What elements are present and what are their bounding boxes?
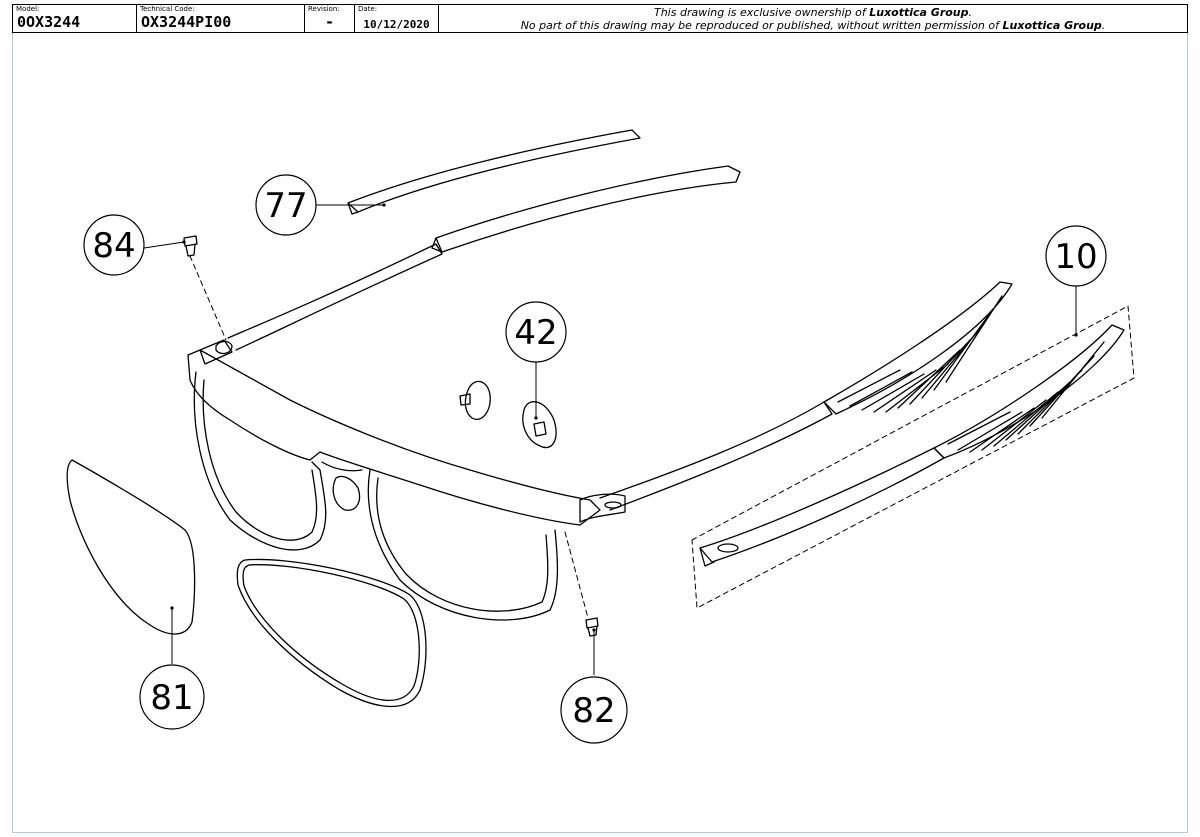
technical-code-label: Technical Code: <box>140 5 195 13</box>
date-value: 10/12/2020 <box>363 18 430 31</box>
model-cell: Model: 0OX3244 <box>13 5 137 32</box>
date-cell: Date: 10/12/2020 <box>355 5 439 32</box>
frame-temple-left <box>199 243 443 365</box>
callout-81-circle <box>139 664 205 730</box>
frame-front <box>187 349 626 621</box>
callout-10-label: 10 <box>1054 237 1097 277</box>
part-81-lens-right-inner <box>242 564 420 702</box>
callout-10-circle <box>1045 225 1107 287</box>
technical-code-value: OX3244PI00 <box>141 13 232 31</box>
title-block: Model: 0OX3244 Technical Code: OX3244PI0… <box>12 4 1188 33</box>
date-label: Date: <box>358 5 378 13</box>
revision-value: - <box>324 13 335 31</box>
part-10-dashed-boundary <box>691 305 1135 609</box>
callout-42-label: 42 <box>514 313 557 353</box>
callout-leaders <box>143 204 1077 675</box>
permission-note: No part of this drawing may be reproduce… <box>520 19 1106 32</box>
part-77-temple-tip-upper <box>347 129 641 215</box>
part-82-screw <box>585 617 599 637</box>
part-10-temple-spare <box>699 324 1125 567</box>
model-value: 0OX3244 <box>17 13 81 31</box>
revision-label: Revision: <box>308 5 340 13</box>
part-42-nose-pad-left <box>459 380 491 420</box>
callout-81-label: 81 <box>150 678 193 718</box>
callout-dots <box>170 203 1078 632</box>
part-42-nose-pad-right <box>522 401 557 449</box>
ownership-note: This drawing is exclusive ownership of L… <box>653 6 973 19</box>
callout-84-circle <box>83 214 145 276</box>
callout-42-circle <box>505 301 567 363</box>
part-81-lens-right <box>236 558 427 708</box>
callout-circles <box>83 174 1107 744</box>
part-81-lens-left <box>66 459 196 635</box>
ownership-note-cell: This drawing is exclusive ownership of L… <box>439 5 1187 32</box>
callout-82-circle <box>560 676 628 744</box>
callout-84-label: 84 <box>92 226 135 266</box>
callout-82-label: 82 <box>572 691 615 731</box>
revision-cell: Revision: - <box>305 5 355 32</box>
part-77-temple-tip-lower <box>431 165 741 253</box>
frame-temple-right <box>599 281 1013 511</box>
callout-77-label: 77 <box>264 186 307 226</box>
callout-77-circle <box>255 174 317 236</box>
part-84-screw <box>183 235 198 257</box>
part-82-axis-line <box>564 531 589 619</box>
part-84-axis-line <box>189 255 227 341</box>
technical-code-cell: Technical Code: OX3244PI00 <box>137 5 305 32</box>
model-label: Model: <box>16 5 40 13</box>
